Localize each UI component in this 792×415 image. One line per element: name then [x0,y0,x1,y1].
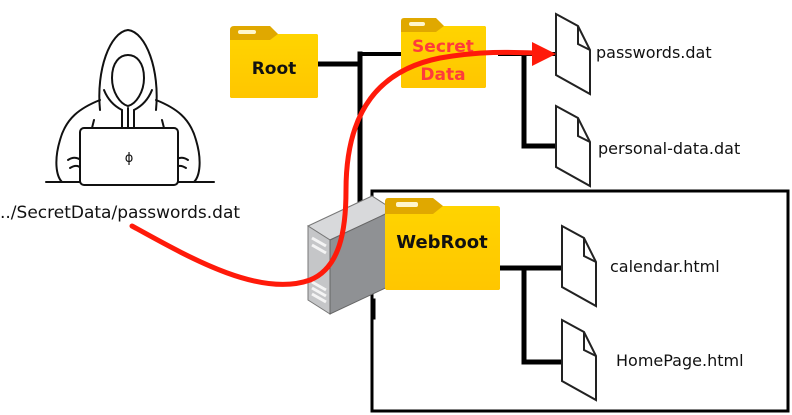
arrowhead-icon [532,42,556,66]
file-personal-data[interactable]: personal-data.dat [555,104,740,188]
folder-root[interactable]: Root [230,26,318,98]
file-icon [561,224,597,308]
file-calendar[interactable]: calendar.html [561,224,720,308]
file-icon [555,12,591,96]
folder-label: Data [420,65,465,85]
file-icon [555,104,591,188]
file-name: passwords.dat [596,43,712,62]
folder-webroot[interactable]: WebRoot [385,198,500,290]
server-icon [306,195,396,315]
folder-label: WebRoot [396,232,488,253]
webroot-boundary-box [370,189,790,413]
folder-label: Secret [412,37,474,57]
request-path-text: ../SecretData/passwords.dat [0,203,240,223]
file-homepage[interactable]: HomePage.html [561,318,744,402]
file-name: HomePage.html [616,351,744,370]
attack-path-line [129,49,537,287]
folder-icon [230,26,318,98]
file-icon [561,318,597,402]
file-name: calendar.html [610,257,720,276]
folder-label: Root [252,59,297,79]
file-passwords[interactable]: passwords.dat [555,12,712,96]
folder-icon [385,198,500,290]
hacker-icon [45,29,215,186]
file-name: personal-data.dat [598,139,740,158]
attack-path-arrow [129,42,556,287]
laptop-logo-icon: ϕ [125,151,134,166]
